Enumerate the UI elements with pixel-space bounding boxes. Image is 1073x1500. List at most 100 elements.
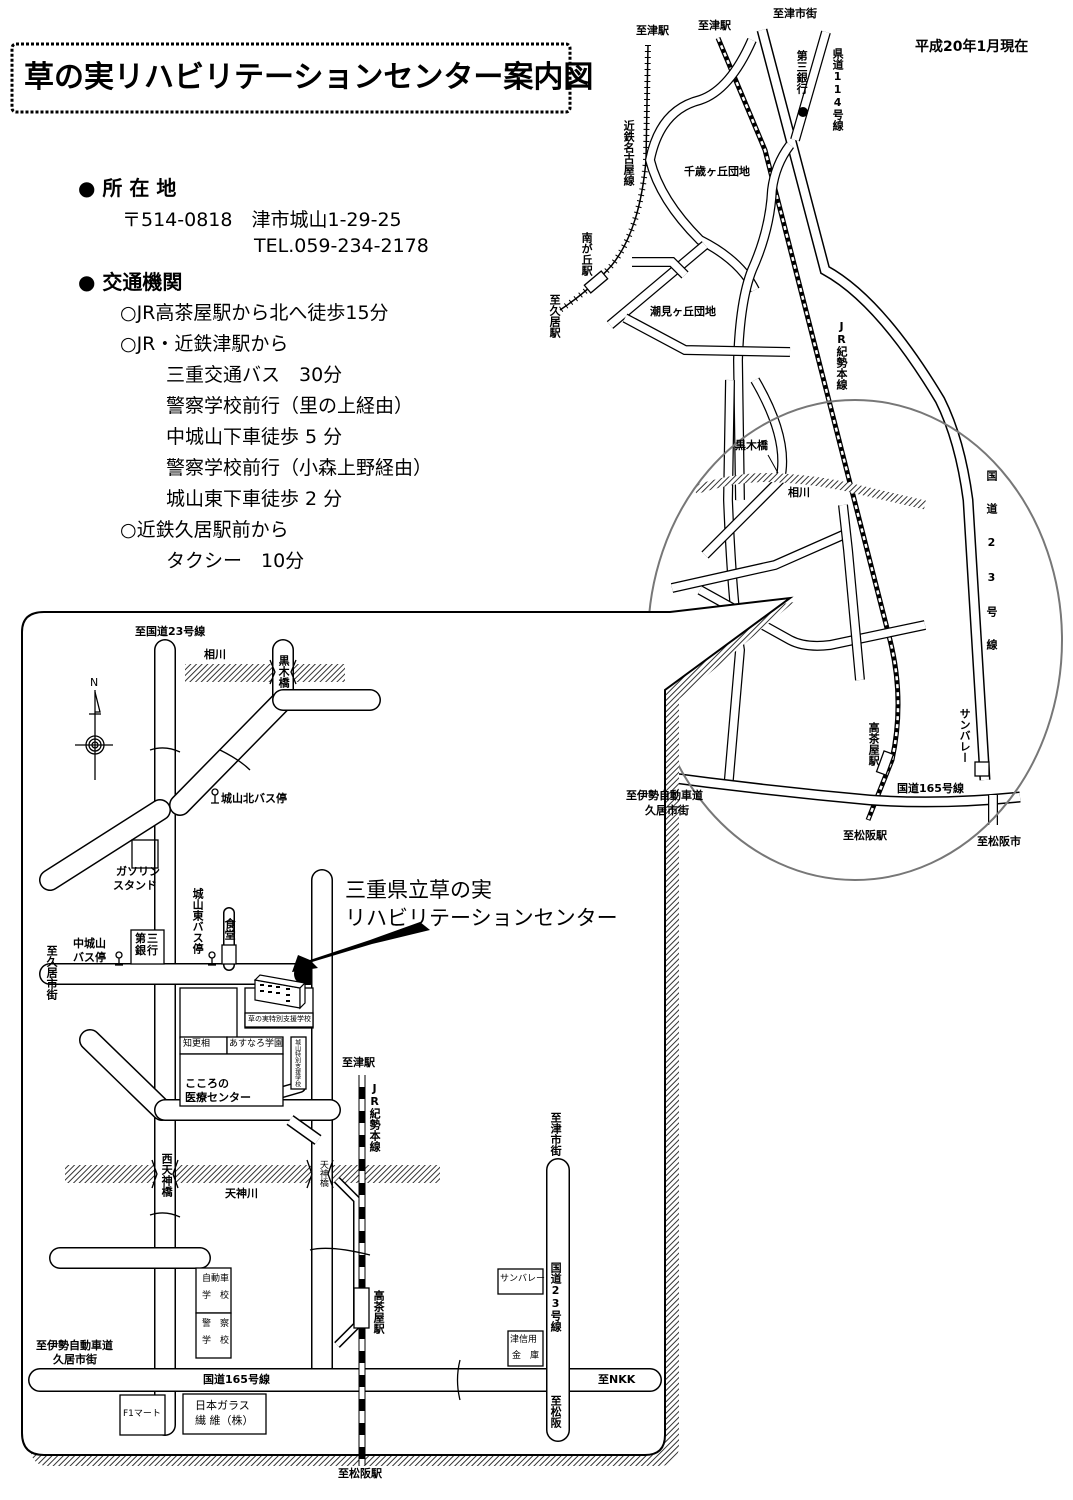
kokoro-block — [179, 1053, 284, 1107]
detail-label: 至国道23号線 — [135, 625, 206, 638]
overview-label: JR紀勢本線 — [835, 320, 848, 390]
detail-frame — [21, 596, 794, 1456]
detail-label: 食堂 — [223, 918, 237, 940]
f1-mart-box — [119, 1394, 166, 1436]
aikawa-river — [185, 664, 345, 682]
takachaya-station-box-overview — [875, 750, 895, 776]
overview-label: 至津市街 — [773, 7, 817, 20]
shiroyama-school-box — [290, 1036, 307, 1090]
detail-label: 相川 — [204, 648, 226, 661]
detail-label: 天神橋 — [317, 1160, 328, 1187]
overview-label: 近鉄名古屋線 — [622, 120, 636, 186]
route-line: 警察学校前行（里の上経由） — [166, 395, 414, 417]
detail-label: 城山特別支援学校 — [293, 1039, 301, 1087]
detail-label: 久居市街 — [53, 1353, 97, 1366]
detail-label: バス停 — [73, 951, 106, 964]
detail-label: 国道23号線 — [549, 1262, 563, 1332]
detail-label: 自動車 — [202, 1274, 230, 1284]
title-frame — [10, 42, 572, 114]
daisan-bank-marker — [798, 107, 808, 117]
route-line: ○JR・近鉄津駅から — [120, 333, 289, 355]
overview-label: 第三銀行 — [795, 50, 809, 94]
bus-stop-icon-east — [208, 951, 216, 966]
detail-label: 至津市街 — [549, 1112, 563, 1156]
detail-label: 至松阪 — [549, 1395, 563, 1428]
detail-label: 城山東バス停 — [191, 888, 205, 954]
overview-map — [558, 28, 1021, 825]
overview-label: 県道114号線 — [831, 48, 845, 131]
compass-north-label: N — [90, 676, 99, 689]
page-title: 草の実リハビリテーションセンター案内図 — [24, 60, 594, 95]
detail-label: ガソリン — [116, 865, 160, 878]
takachaya-station-box — [353, 1287, 370, 1329]
block-nw — [179, 987, 238, 1039]
bullet-icon: ● — [78, 270, 103, 294]
nippon-glass-box — [182, 1393, 267, 1435]
route-line: 三重交通バス 30分 — [166, 364, 343, 386]
overview-label: 潮見ヶ丘団地 — [650, 305, 716, 318]
detail-label: 警 察 — [202, 1319, 230, 1329]
overview-label: 国道23号線 — [985, 470, 998, 672]
detail-label: 知更相 — [183, 1039, 211, 1049]
overview-label: 久居市街 — [645, 804, 689, 817]
tsu-shinkin-box — [507, 1330, 544, 1367]
detail-label: 金 庫 — [512, 1351, 540, 1361]
detail-label: あすなろ学園 — [229, 1039, 284, 1049]
detail-label: 至久居市街 — [45, 945, 59, 1000]
transport-heading: ● 交通機関 — [78, 270, 183, 294]
detail-label: スタンド — [113, 879, 157, 892]
detail-label: 至伊勢自動車道 — [36, 1339, 113, 1352]
overview-label: 千歳ヶ丘団地 — [684, 165, 750, 178]
overview-label: 相川 — [788, 486, 810, 499]
location-heading: ● 所 在 地 — [78, 176, 177, 200]
bullet-icon: ● — [78, 176, 103, 200]
postal-address: 〒514-0818 津市城山1-29-25 — [122, 209, 402, 231]
bus-stop-icon-north — [211, 788, 219, 804]
detail-label: 城山北バス停 — [221, 792, 287, 805]
detail-label: 至松阪駅 — [338, 1467, 382, 1480]
kusanomi-school-label-box — [244, 1012, 314, 1028]
bus-stop-icon-naka — [115, 951, 123, 966]
detail-label: 中城山 — [73, 937, 106, 950]
detail-label: 高茶屋駅 — [372, 1290, 386, 1334]
detail-label: 天神川 — [225, 1187, 258, 1200]
detail-label: 学 校 — [202, 1291, 230, 1301]
aikawa-river-overview — [693, 473, 927, 510]
detail-label: 日本ガラス — [195, 1399, 250, 1412]
overview-label: サンバレー — [958, 708, 972, 763]
route-line: 中城山下車徒歩 5 分 — [166, 426, 343, 448]
detail-label: 学 校 — [202, 1336, 230, 1346]
detail-label: こころの — [185, 1077, 229, 1090]
overview-label: 至松阪駅 — [843, 829, 887, 842]
daisan-bank-box — [130, 929, 165, 965]
detail-label: 至NKK — [598, 1373, 636, 1386]
overview-label: 至津駅 — [636, 24, 669, 37]
detail-label: 国道165号線 — [203, 1373, 270, 1386]
overview-label: 国道165号線 — [897, 782, 964, 795]
sunvalley-box-overview — [974, 761, 990, 777]
sunvalley-box — [497, 1268, 544, 1295]
overview-label: 至久居駅 — [548, 294, 562, 338]
detail-map — [28, 639, 662, 1465]
police-school-box — [195, 1312, 232, 1359]
overview-label: 高茶屋駅 — [867, 722, 881, 766]
detail-label: 至津駅 — [342, 1056, 375, 1069]
route-line: 城山東下車徒歩 2 分 — [166, 488, 343, 510]
detail-label: F1マート — [123, 1409, 161, 1419]
route-line: タクシー 10分 — [166, 550, 305, 572]
compass-icon — [75, 690, 113, 780]
telephone: TEL.059-234-2178 — [254, 235, 429, 257]
route-line: ○近鉄久居駅前から — [120, 519, 289, 541]
detail-label: サンバレー — [500, 1274, 546, 1284]
jr-line-overview — [715, 37, 901, 821]
minamigaoka-station-box — [583, 270, 609, 294]
overview-label: 至松阪市 — [977, 835, 1021, 848]
callout-line2: リハビリテーションセンター — [345, 906, 618, 930]
gas-station-box — [131, 839, 159, 869]
route-line: 警察学校前行（小森上野経由） — [166, 457, 433, 479]
detail-label: 西天神橋 — [160, 1153, 174, 1197]
detail-label: 津信用 — [510, 1335, 538, 1345]
detail-label: 草の実特別支援学校 — [248, 1015, 311, 1023]
callout-line1: 三重県立草の実 — [345, 878, 492, 902]
